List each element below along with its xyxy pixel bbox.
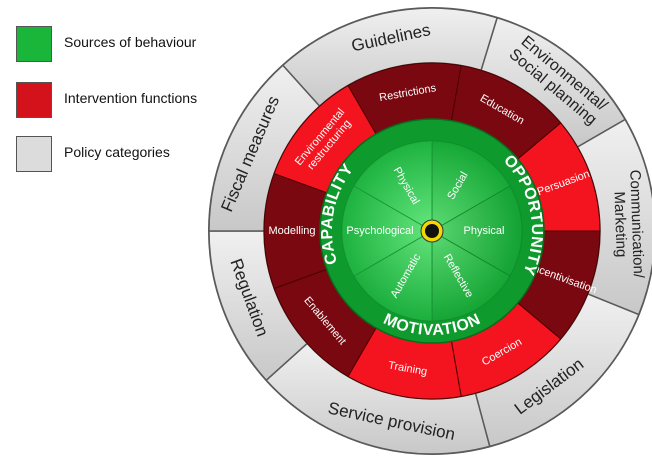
- legend-label: Sources of behaviour: [64, 34, 197, 50]
- sources-divider: [353, 230, 433, 277]
- legend-swatch-red: [16, 82, 52, 118]
- hub: [420, 219, 444, 243]
- source-segment: [354, 141, 432, 231]
- source-segment: [432, 186, 523, 276]
- sources-divider: [353, 185, 433, 232]
- source-label-physical: Physical: [464, 225, 505, 237]
- source-segment: [432, 141, 510, 231]
- sources-divider: [431, 230, 511, 277]
- hub-center: [425, 224, 439, 238]
- legend-swatch-green: [16, 26, 52, 62]
- legend-item-interventions: Intervention functions: [16, 82, 266, 122]
- source-segment: [432, 231, 510, 321]
- intervention-label-modelling: Modelling: [268, 225, 315, 237]
- sources-divider: [431, 185, 511, 232]
- source-segment: [342, 186, 432, 276]
- source-label-psychological: Psychological: [346, 225, 413, 237]
- policy-label-communication-marketing: Communication/Marketing: [610, 169, 647, 279]
- legend-item-sources: Sources of behaviour: [16, 26, 266, 66]
- legend-label: Intervention functions: [64, 90, 198, 106]
- source-segment: [354, 231, 432, 321]
- legend-swatch-grey: [16, 136, 52, 172]
- legend-item-policy: Policy categories: [16, 136, 266, 176]
- legend-label: Policy categories: [64, 144, 170, 160]
